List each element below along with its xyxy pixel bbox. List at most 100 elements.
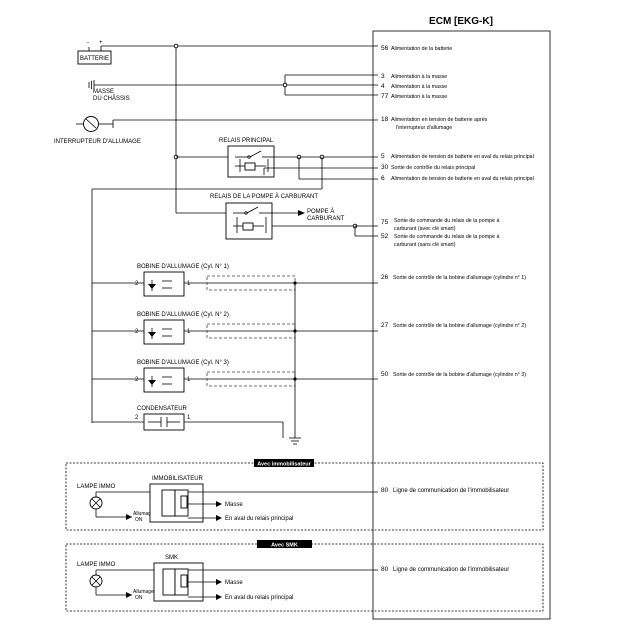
section-header-bg: [254, 459, 314, 467]
pin-description: carburant (avec clé smart): [394, 226, 456, 232]
pin-number: 18: [381, 116, 389, 123]
coil-label: BOBINE D'ALLUMAGE (Cyl. N° 1): [137, 264, 229, 270]
pin-description: Sortie de contrôle de la bobine d'alluma…: [393, 275, 526, 281]
ecm-box: [372, 30, 551, 620]
immobilizer-label: IMMOBILISATEUR: [152, 476, 204, 482]
pin-description: Sortie de contrôle de la bobine d'alluma…: [393, 372, 526, 378]
ignition-switch-label: INTERRUPTEUR D'ALLUMAGE: [54, 139, 141, 145]
main-relay-label: RELAIS PRINCIPAL: [219, 138, 274, 144]
pin-description: carburant (sans clé smart): [394, 242, 456, 248]
chassis-ground-label-line2: DU CHÂSSIS: [93, 95, 130, 102]
ecm-pin: 5 Alimentation de tension de batterie en …: [381, 153, 534, 160]
ecm-pin: 50 Sortie de contrôle de la bobine d'allu…: [381, 371, 526, 378]
shield-ground: [289, 281, 301, 445]
main-relay: RELAIS PRINCIPAL: [91, 138, 378, 423]
immo-lamp-label: LAMPE IMMO: [77, 484, 116, 490]
pin-description: Sortie de commande du relais de la pompe…: [394, 218, 499, 224]
downstream-label: En aval du relais principal: [225, 516, 293, 522]
condenser-label: CONDENSATEUR: [137, 406, 188, 412]
coil-pin-right: 1: [187, 281, 191, 287]
ignition-coil-1: BOBINE D'ALLUMAGE (Cyl. N° 1) 2 1: [92, 264, 378, 297]
ecm-pin: 26 Sortie de contrôle de la bobine d'allu…: [381, 274, 526, 281]
pin-description: l'interrupteur d'allumage: [396, 125, 452, 131]
downstream-label: En aval du relais principal: [225, 595, 293, 601]
chassis-ground: MASSE DU CHÂSSIS: [88, 74, 378, 102]
section-header: Avec immobilisateur: [257, 462, 311, 468]
pin-description: Alimentation de la batterie: [391, 46, 452, 52]
battery-plus-sign: +: [99, 40, 103, 46]
ecm-title: ECM [EKG-K]: [429, 16, 493, 27]
pin-number: 30: [381, 164, 389, 171]
pin-description: Ligne de communication de l'immobilisate…: [393, 567, 509, 573]
pin-number: 80: [381, 566, 389, 573]
pin-number: 75: [381, 219, 389, 226]
pin-number: 4: [381, 83, 385, 90]
chassis-ground-label-line1: MASSE: [93, 89, 114, 95]
pin-description: Alimentation de tension de batterie en a…: [391, 176, 534, 182]
coil-pin-right: 1: [187, 377, 191, 383]
coil-pin-right: 1: [187, 329, 191, 335]
ignition-switch: INTERRUPTEUR D'ALLUMAGE: [54, 116, 378, 145]
ecm-pin: 27 Sortie de contrôle de la bobine d'allu…: [381, 322, 526, 329]
ignition-on-note-line2: ON: [135, 595, 143, 601]
main-relay-box: [227, 145, 275, 178]
fuel-pump-relay-label: RELAIS DE LA POMPE À CARBURANT: [210, 193, 318, 200]
coil-label: BOBINE D'ALLUMAGE (Cyl. N° 2): [137, 312, 229, 318]
coil-pin-left: 2: [135, 281, 139, 287]
ecm-pin: 80 Ligne de communication de l'immobilisa…: [381, 487, 509, 494]
ecm-module: ECM [EKG-K]: [372, 16, 551, 620]
immo-lamp-label: LAMPE IMMO: [77, 562, 116, 568]
pin-description: Alimentation à la masse: [391, 94, 447, 100]
pin-number: 3: [381, 73, 385, 80]
pin-number: 50: [381, 371, 389, 378]
coil-pin-left: 2: [135, 377, 139, 383]
ignition-coil-3: BOBINE D'ALLUMAGE (Cyl. N° 3) 2 1: [92, 360, 378, 393]
ignition-on-note-line1: Allumage: [133, 589, 154, 595]
pin-number: 77: [381, 93, 389, 100]
ground-label: Masse: [225, 502, 243, 508]
pin-description: Alimentation de tension de batterie en a…: [391, 154, 534, 160]
condenser: CONDENSATEUR 2 1: [92, 406, 284, 438]
fuel-pump-label-line1: POMPE À: [307, 208, 334, 215]
power-bus: [173, 43, 228, 214]
ecm-pin: 75 Sortie de commande du relais de la pom…: [381, 218, 499, 232]
pin-description: Sortie de contrôle de la bobine d'alluma…: [393, 323, 526, 329]
pin-number: 80: [381, 487, 389, 494]
pin-number: 27: [381, 322, 389, 329]
pin-number: 52: [381, 233, 389, 240]
condenser-pin-left: 2: [135, 415, 139, 421]
battery: BATTERIE - +: [77, 40, 378, 65]
fuel-pump-arrow-icon: [298, 210, 305, 216]
fuel-pump-label-line2: CARBURANT: [307, 216, 345, 222]
condenser-pin-right: 1: [187, 415, 191, 421]
ignition-on-note-line2: ON: [135, 517, 143, 523]
coil-label: BOBINE D'ALLUMAGE (Cyl. N° 3): [137, 360, 229, 366]
battery-body: [77, 50, 112, 65]
pin-description: Ligne de communication de l'immobilisate…: [393, 488, 509, 494]
immobilizer-section: Avec immobilisateur LAMPE IMMO Allumage …: [65, 459, 544, 531]
pin-description: Alimentation en tension de batterie aprè…: [391, 117, 488, 123]
section-header: Avec SMK: [271, 543, 298, 549]
pin-description: Alimentation à la masse: [391, 84, 447, 90]
ecm-pin: 4 Alimentation à la masse: [381, 83, 447, 90]
smk-section: Avec SMK LAMPE IMMO Allumage ON SMK Mass…: [65, 540, 544, 612]
smk-label: SMK: [165, 555, 178, 561]
coil-pin-left: 2: [135, 329, 139, 335]
ecm-pin: 6 Alimentation de tension de batterie en …: [381, 175, 534, 182]
fuel-pump-relay-box: [225, 202, 273, 240]
pin-number: 56: [381, 45, 389, 52]
section-header-bg: [257, 540, 312, 548]
pin-number: 6: [381, 175, 385, 182]
battery-minus-sign: -: [87, 40, 89, 46]
ground-label: Masse: [225, 580, 243, 586]
pin-number: 26: [381, 274, 389, 281]
pin-number: 5: [381, 153, 385, 160]
